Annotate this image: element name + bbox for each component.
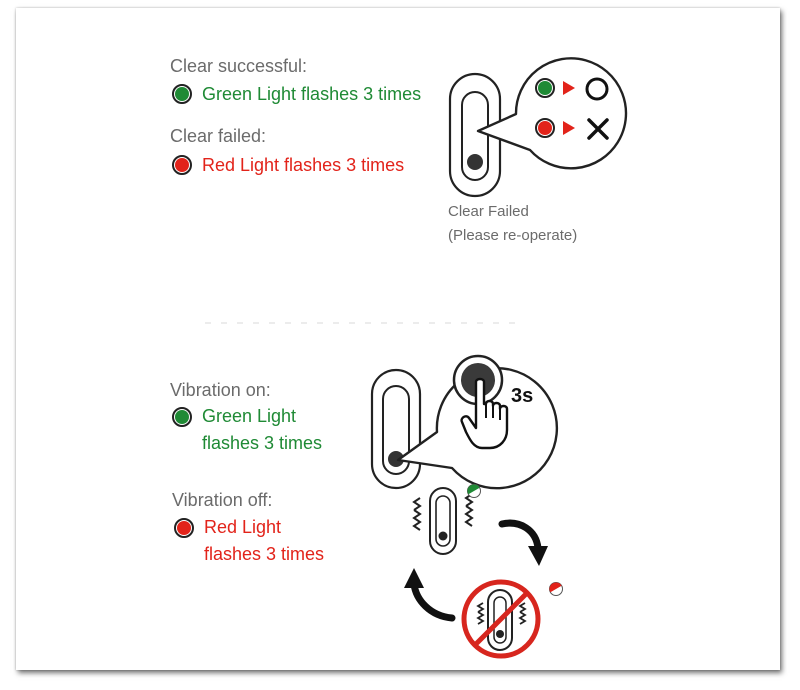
- clear-failed-caption: Clear Failed: [448, 203, 529, 220]
- vibration-icon: [412, 487, 474, 555]
- clear-failed-text: Red Light flashes 3 times: [202, 155, 405, 175]
- red-light-icon: [172, 155, 192, 175]
- success-circle-icon: [585, 77, 609, 101]
- clear-failed-label: Clear failed:: [170, 126, 267, 146]
- no-vibration-icon: [461, 579, 541, 659]
- hand-press-icon: [460, 377, 509, 450]
- vibration-on-label: Vibration on:: [170, 380, 271, 400]
- clear-success-text: Green Light flashes 3 times: [202, 84, 422, 104]
- arrow-right-icon: [563, 81, 575, 95]
- reoperate-caption: (Please re-operate): [448, 227, 578, 244]
- arrow-right-icon: [563, 121, 575, 135]
- vibration-off-text-line2: flashes 3 times: [204, 544, 325, 564]
- green-light-icon: [172, 407, 192, 427]
- vibration-on-text-line2: flashes 3 times: [202, 433, 323, 453]
- instruction-card: [16, 8, 780, 670]
- vibration-on-text-line1: Green Light: [202, 406, 297, 426]
- press-duration: 3s: [511, 385, 534, 407]
- green-light-icon: [172, 84, 192, 104]
- vibration-off-label: Vibration off:: [172, 490, 273, 510]
- section-divider: [205, 322, 525, 324]
- green-light-icon: [467, 484, 481, 498]
- fail-cross-icon: [587, 118, 609, 140]
- green-light-icon: [535, 78, 555, 98]
- red-light-icon: [535, 118, 555, 138]
- clear-success-label: Clear successful:: [170, 56, 308, 76]
- red-light-icon: [174, 518, 194, 538]
- red-light-icon: [549, 582, 563, 596]
- vibration-off-text-line1: Red Light: [204, 517, 282, 537]
